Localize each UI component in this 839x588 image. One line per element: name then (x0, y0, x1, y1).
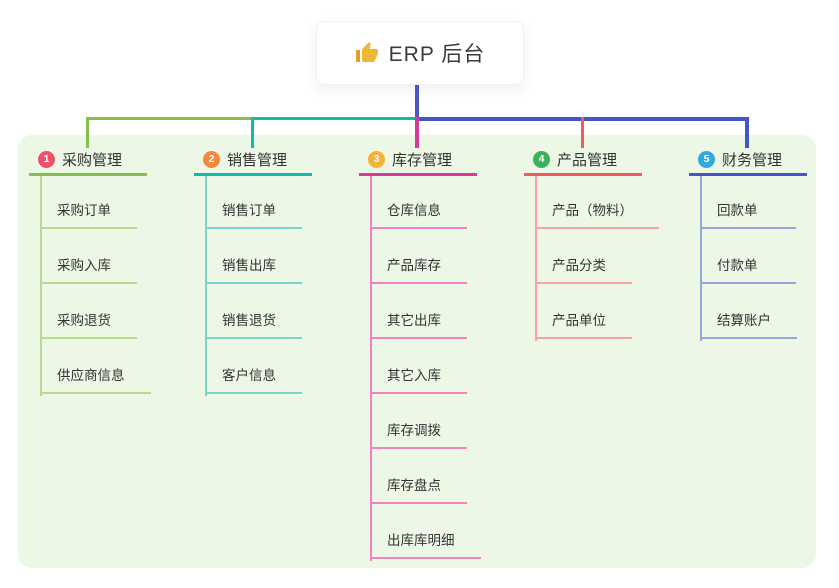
mindmap-node[interactable]: 产品分类 (535, 229, 632, 284)
mindmap-node[interactable]: 其它出库 (370, 284, 467, 339)
mindmap-node[interactable]: 供应商信息 (40, 339, 151, 394)
children-connector-line (40, 176, 42, 396)
node-label: 销售退货 (222, 313, 276, 328)
connector-drop-purchase (86, 117, 89, 148)
mindmap-node[interactable]: 仓库信息 (370, 176, 467, 229)
connector-drop-product (581, 117, 584, 148)
mindmap-node[interactable]: 库存调拨 (370, 394, 467, 449)
node-label: 产品库存 (387, 258, 441, 273)
branch-node[interactable]: 5 财务管理 (689, 145, 807, 173)
priority-badge: 3 (368, 150, 385, 168)
connector-drop-inventory (415, 117, 419, 148)
node-label: 仓库信息 (387, 203, 441, 218)
mindmap-node[interactable]: 销售出库 (205, 229, 302, 284)
branch-finance: 5 财务管理 回款单 付款单 结算账户 (689, 145, 807, 341)
children-connector-line (370, 176, 372, 561)
branch-sales: 2 销售管理 销售订单 销售出库 销售退货 客户信息 (194, 145, 312, 396)
branch-node[interactable]: 4 产品管理 (524, 145, 642, 173)
branch-children: 仓库信息 产品库存 其它出库 其它入库 库存调拨 库存盘点 出库库明细 (370, 176, 481, 559)
children-connector-line (205, 176, 207, 396)
branch-underline (29, 173, 147, 176)
node-label: 库存调拨 (387, 423, 441, 438)
node-label: 产品（物料） (552, 203, 633, 218)
node-label: 销售出库 (222, 258, 276, 273)
mindmap-node[interactable]: 产品库存 (370, 229, 467, 284)
connector-drop-sales (251, 117, 254, 148)
branch-label: 采购管理 (62, 151, 123, 169)
node-label: 供应商信息 (57, 368, 125, 383)
branch-label: 销售管理 (227, 151, 288, 169)
mindmap-node[interactable]: 销售退货 (205, 284, 302, 339)
node-label: 结算账户 (717, 313, 771, 328)
branch-node[interactable]: 2 销售管理 (194, 145, 312, 173)
thumbs-up-icon (355, 42, 378, 62)
branch-label: 库存管理 (392, 151, 453, 169)
priority-badge: 1 (38, 150, 55, 168)
mindmap-node[interactable]: 采购入库 (40, 229, 137, 284)
branch-node[interactable]: 1 采购管理 (29, 145, 147, 173)
branch-children: 采购订单 采购入库 采购退货 供应商信息 (40, 176, 151, 394)
branch-node[interactable]: 3 库存管理 (359, 145, 477, 173)
mindmap-node[interactable]: 产品单位 (535, 284, 632, 339)
node-label: 销售订单 (222, 203, 276, 218)
mindmap-node[interactable]: 销售订单 (205, 176, 302, 229)
root-stem-line (415, 83, 419, 118)
root-label: ERP 后台 (388, 43, 486, 66)
priority-badge: 2 (203, 150, 220, 168)
node-label: 客户信息 (222, 368, 276, 383)
branches-panel (18, 135, 816, 568)
mindmap-node[interactable]: 出库库明细 (370, 504, 481, 559)
branch-children: 销售订单 销售出库 销售退货 客户信息 (205, 176, 302, 394)
branch-purchase: 1 采购管理 采购订单 采购入库 采购退货 供应商信息 (29, 145, 151, 396)
mindmap-node[interactable]: 回款单 (700, 176, 796, 229)
node-label: 其它入库 (387, 368, 441, 383)
node-label: 出库库明细 (387, 533, 455, 548)
mindmap-node[interactable]: 产品（物料） (535, 176, 659, 229)
branch-underline (689, 173, 807, 176)
branch-underline (359, 173, 477, 176)
connector-horizontal-purchase (86, 117, 253, 120)
connector-horizontal-sales (251, 117, 417, 120)
node-label: 采购入库 (57, 258, 111, 273)
mindmap-node[interactable]: 采购订单 (40, 176, 137, 229)
node-label: 采购订单 (57, 203, 111, 218)
children-connector-line (700, 176, 702, 341)
root-node[interactable]: ERP 后台 (316, 21, 524, 85)
node-label: 产品单位 (552, 313, 606, 328)
node-label: 付款单 (717, 258, 758, 273)
node-label: 采购退货 (57, 313, 111, 328)
branch-underline (524, 173, 642, 176)
mindmap-node[interactable]: 客户信息 (205, 339, 302, 394)
node-label: 产品分类 (552, 258, 606, 273)
branch-children: 产品（物料） 产品分类 产品单位 (535, 176, 659, 339)
mindmap-node[interactable]: 库存盘点 (370, 449, 467, 504)
node-label: 库存盘点 (387, 478, 441, 493)
mindmap-node[interactable]: 结算账户 (700, 284, 797, 339)
priority-badge: 4 (533, 150, 550, 168)
branch-product: 4 产品管理 产品（物料） 产品分类 产品单位 (524, 145, 659, 341)
branch-label: 财务管理 (722, 151, 783, 169)
branch-children: 回款单 付款单 结算账户 (700, 176, 797, 339)
mindmap-node[interactable]: 付款单 (700, 229, 796, 284)
children-connector-line (535, 176, 537, 341)
connector-drop-finance (745, 117, 749, 148)
branch-underline (194, 173, 312, 176)
node-label: 回款单 (717, 203, 758, 218)
mindmap-node[interactable]: 其它入库 (370, 339, 467, 394)
mindmap-node[interactable]: 采购退货 (40, 284, 137, 339)
branch-label: 产品管理 (557, 151, 618, 169)
branch-inventory: 3 库存管理 仓库信息 产品库存 其它出库 其它入库 库存调拨 库存盘点 出库库… (359, 145, 481, 561)
priority-badge: 5 (698, 150, 715, 168)
node-label: 其它出库 (387, 313, 441, 328)
